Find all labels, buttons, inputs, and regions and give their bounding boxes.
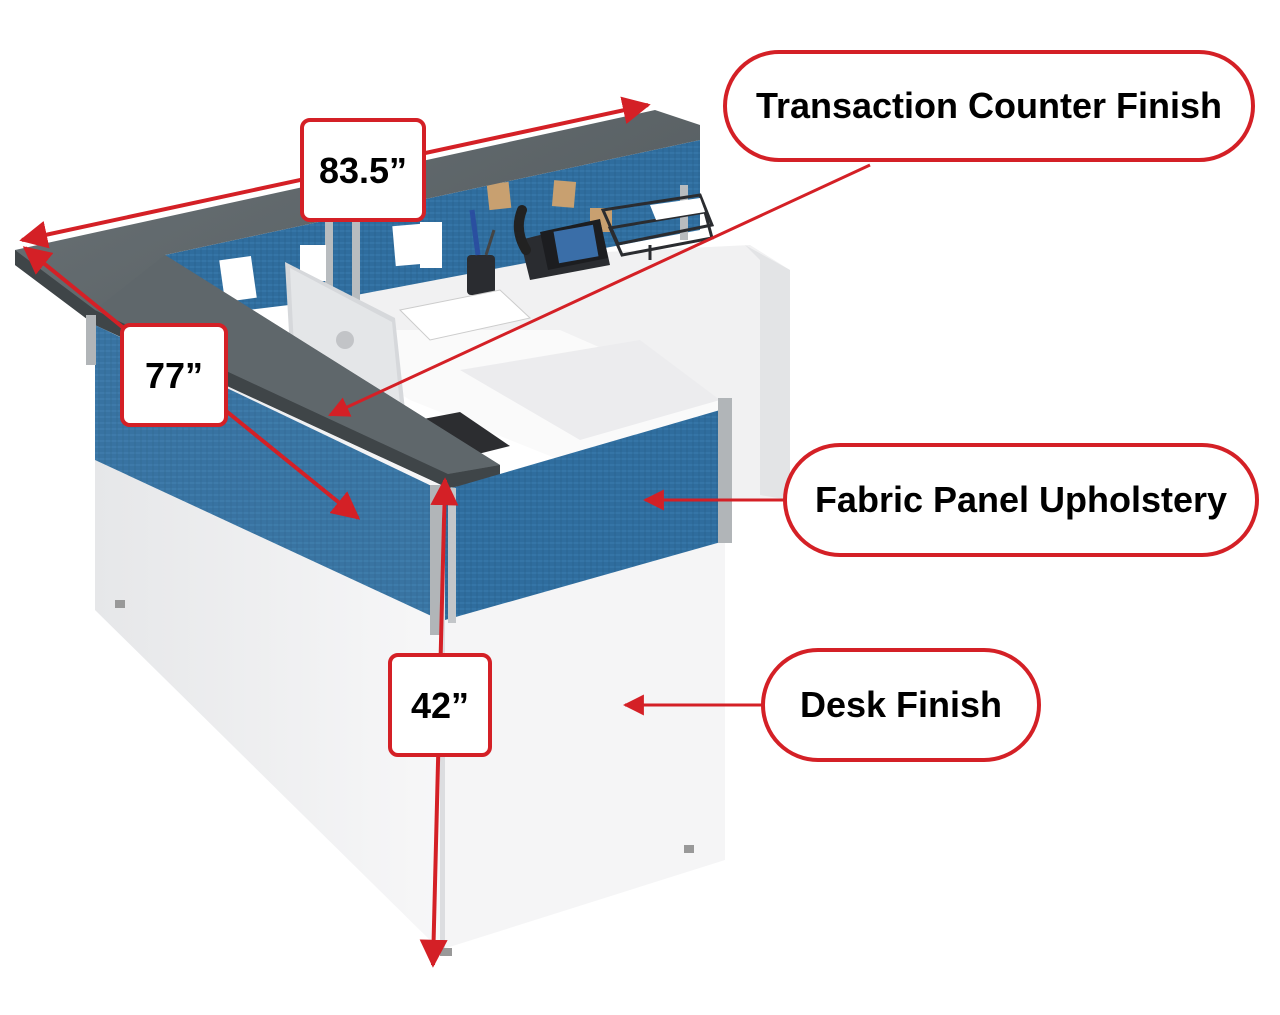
counter-finish-arrow [328,163,871,417]
height-dimension-text: 42” [411,685,469,726]
desk-illustration [15,110,790,956]
pen-cup [467,255,495,295]
dimension-box-width: 83.5” [300,118,426,222]
callout-counter-finish: Transaction Counter Finish [723,50,1255,162]
dimension-box-height: 42” [388,653,492,757]
callout-desk-finish: Desk Finish [761,648,1041,762]
dimension-box-depth: 77” [120,323,228,427]
front-fabric-panel [445,410,728,620]
counter-finish-label: Transaction Counter Finish [756,85,1222,126]
callout-fabric-panel: Fabric Panel Upholstery [783,443,1259,557]
desk-finish-label: Desk Finish [800,684,1002,725]
desk-papers [398,289,532,341]
fabric-panel-label: Fabric Panel Upholstery [815,479,1227,520]
depth-dimension-text: 77” [145,355,203,396]
callout-arrows [328,163,871,716]
width-dimension-text: 83.5” [319,150,407,191]
keyboard [418,412,510,456]
